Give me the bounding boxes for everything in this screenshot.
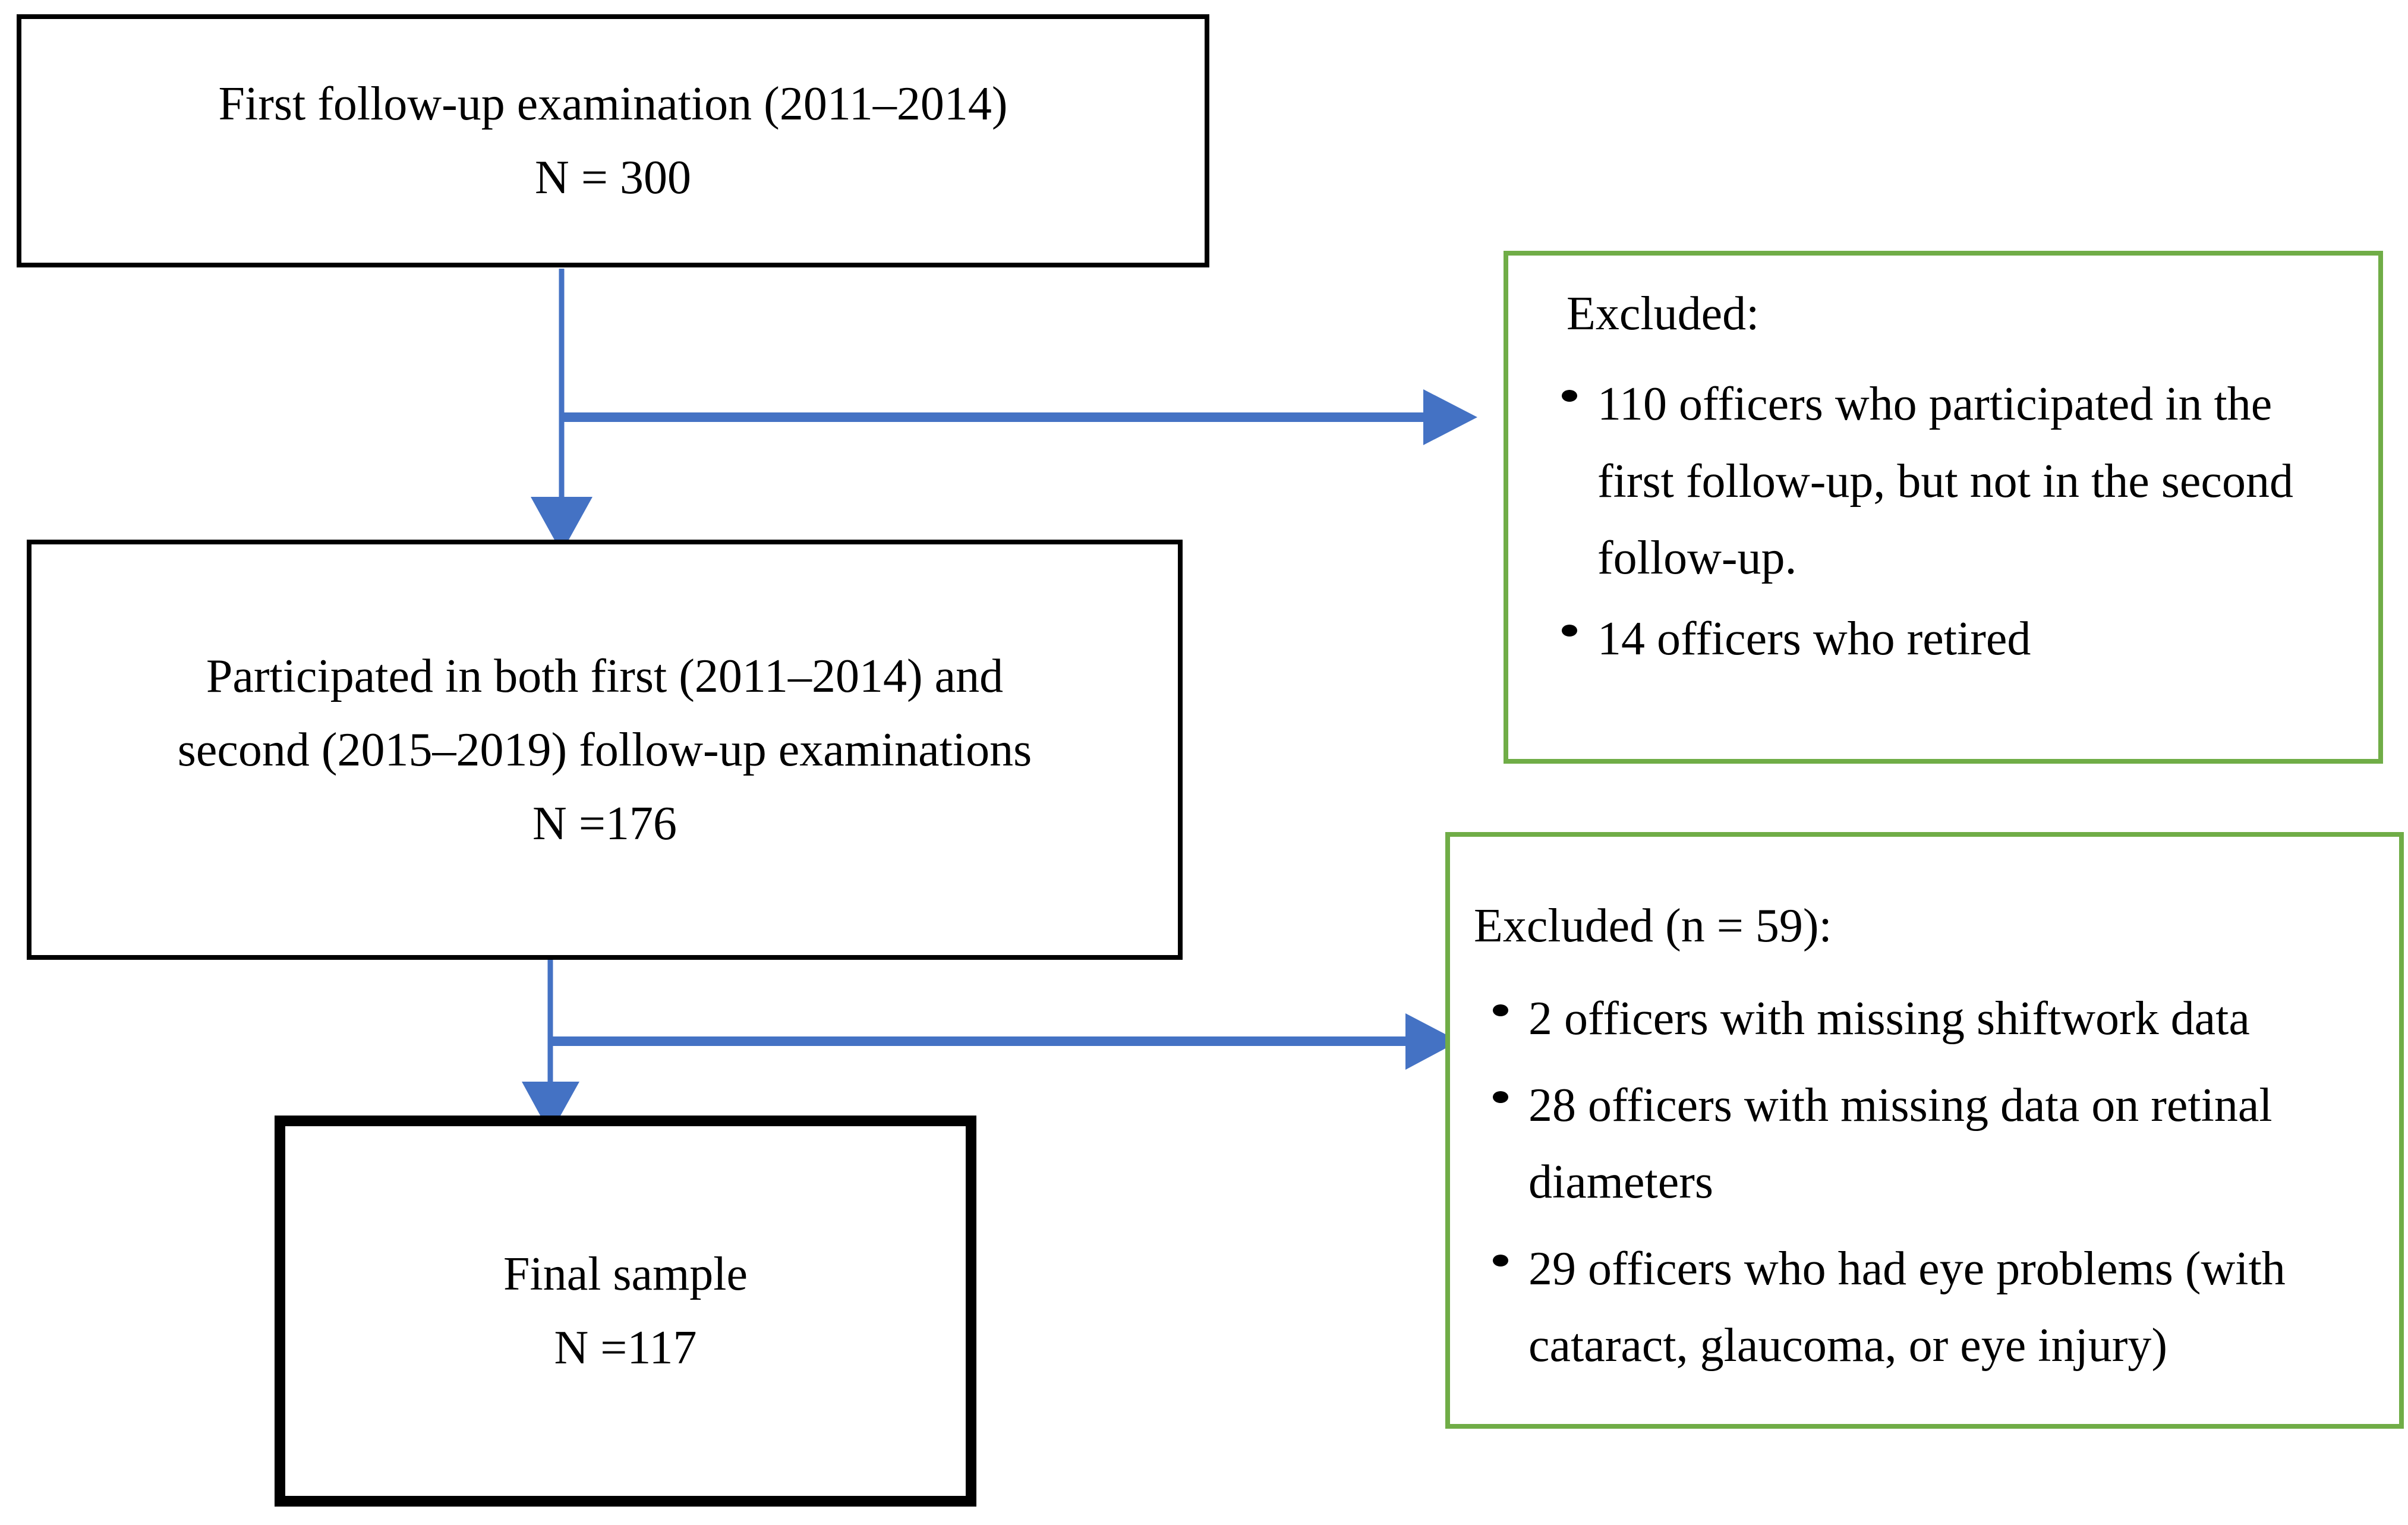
node-both-follow-ups: Participated in both first (2011–2014) a… bbox=[27, 540, 1183, 960]
list-item: 14 officers who retired bbox=[1540, 601, 2347, 678]
exclusion-2-heading: Excluded (n = 59): bbox=[1474, 900, 1832, 952]
bullet-icon bbox=[1562, 624, 1577, 637]
exclusion-2-item-3: 29 officers who had eye problems (with c… bbox=[1528, 1242, 2286, 1372]
bullet-icon bbox=[1493, 1091, 1508, 1103]
list-item: 29 officers who had eye problems (with c… bbox=[1474, 1231, 2372, 1385]
list-item: 2 officers with missing shiftwork data bbox=[1474, 981, 2372, 1058]
arrow-both-to-final bbox=[522, 959, 579, 1134]
bullet-icon bbox=[1493, 1004, 1508, 1016]
bullet-icon bbox=[1493, 1254, 1508, 1266]
node-both-follow-ups-line-2: second (2015–2019) follow-up examination… bbox=[177, 723, 1032, 776]
exclusion-1-item-2: 14 officers who retired bbox=[1597, 612, 2031, 665]
node-both-follow-ups-line-1: Participated in both first (2011–2014) a… bbox=[206, 650, 1004, 702]
arrow-both-to-exclusion-2 bbox=[553, 1013, 1459, 1070]
arrow-first-to-exclusion-1 bbox=[563, 389, 1477, 445]
node-both-follow-ups-count: N =176 bbox=[532, 797, 677, 850]
node-final-sample-title: Final sample bbox=[503, 1248, 748, 1300]
node-final-sample-count: N =117 bbox=[554, 1322, 697, 1374]
exclusion-1-heading: Excluded: bbox=[1567, 288, 1760, 340]
node-first-follow-up-count: N = 300 bbox=[535, 152, 691, 204]
exclusion-2-list: 2 officers with missing shiftwork data 2… bbox=[1474, 981, 2372, 1385]
list-item: 110 officers who participated in the fir… bbox=[1540, 366, 2347, 597]
exclusion-box-1: Excluded: 110 officers who participated … bbox=[1504, 251, 2383, 764]
exclusion-2-item-1: 2 officers with missing shiftwork data bbox=[1528, 992, 2250, 1045]
exclusion-1-list: 110 officers who participated in the fir… bbox=[1540, 366, 2347, 678]
exclusion-box-2: Excluded (n = 59): 2 officers with missi… bbox=[1445, 832, 2404, 1429]
exclusion-1-item-1: 110 officers who participated in the fir… bbox=[1597, 378, 2293, 585]
exclusion-2-item-2: 28 officers with missing data on retinal… bbox=[1528, 1079, 2273, 1209]
node-first-follow-up: First follow-up examination (2011–2014) … bbox=[17, 14, 1209, 267]
node-first-follow-up-title: First follow-up examination (2011–2014) bbox=[218, 78, 1008, 130]
arrow-first-to-both bbox=[531, 269, 592, 553]
node-final-sample: Final sample N =117 bbox=[275, 1116, 976, 1507]
bullet-icon bbox=[1562, 390, 1577, 402]
list-item: 28 officers with missing data on retinal… bbox=[1474, 1067, 2372, 1221]
